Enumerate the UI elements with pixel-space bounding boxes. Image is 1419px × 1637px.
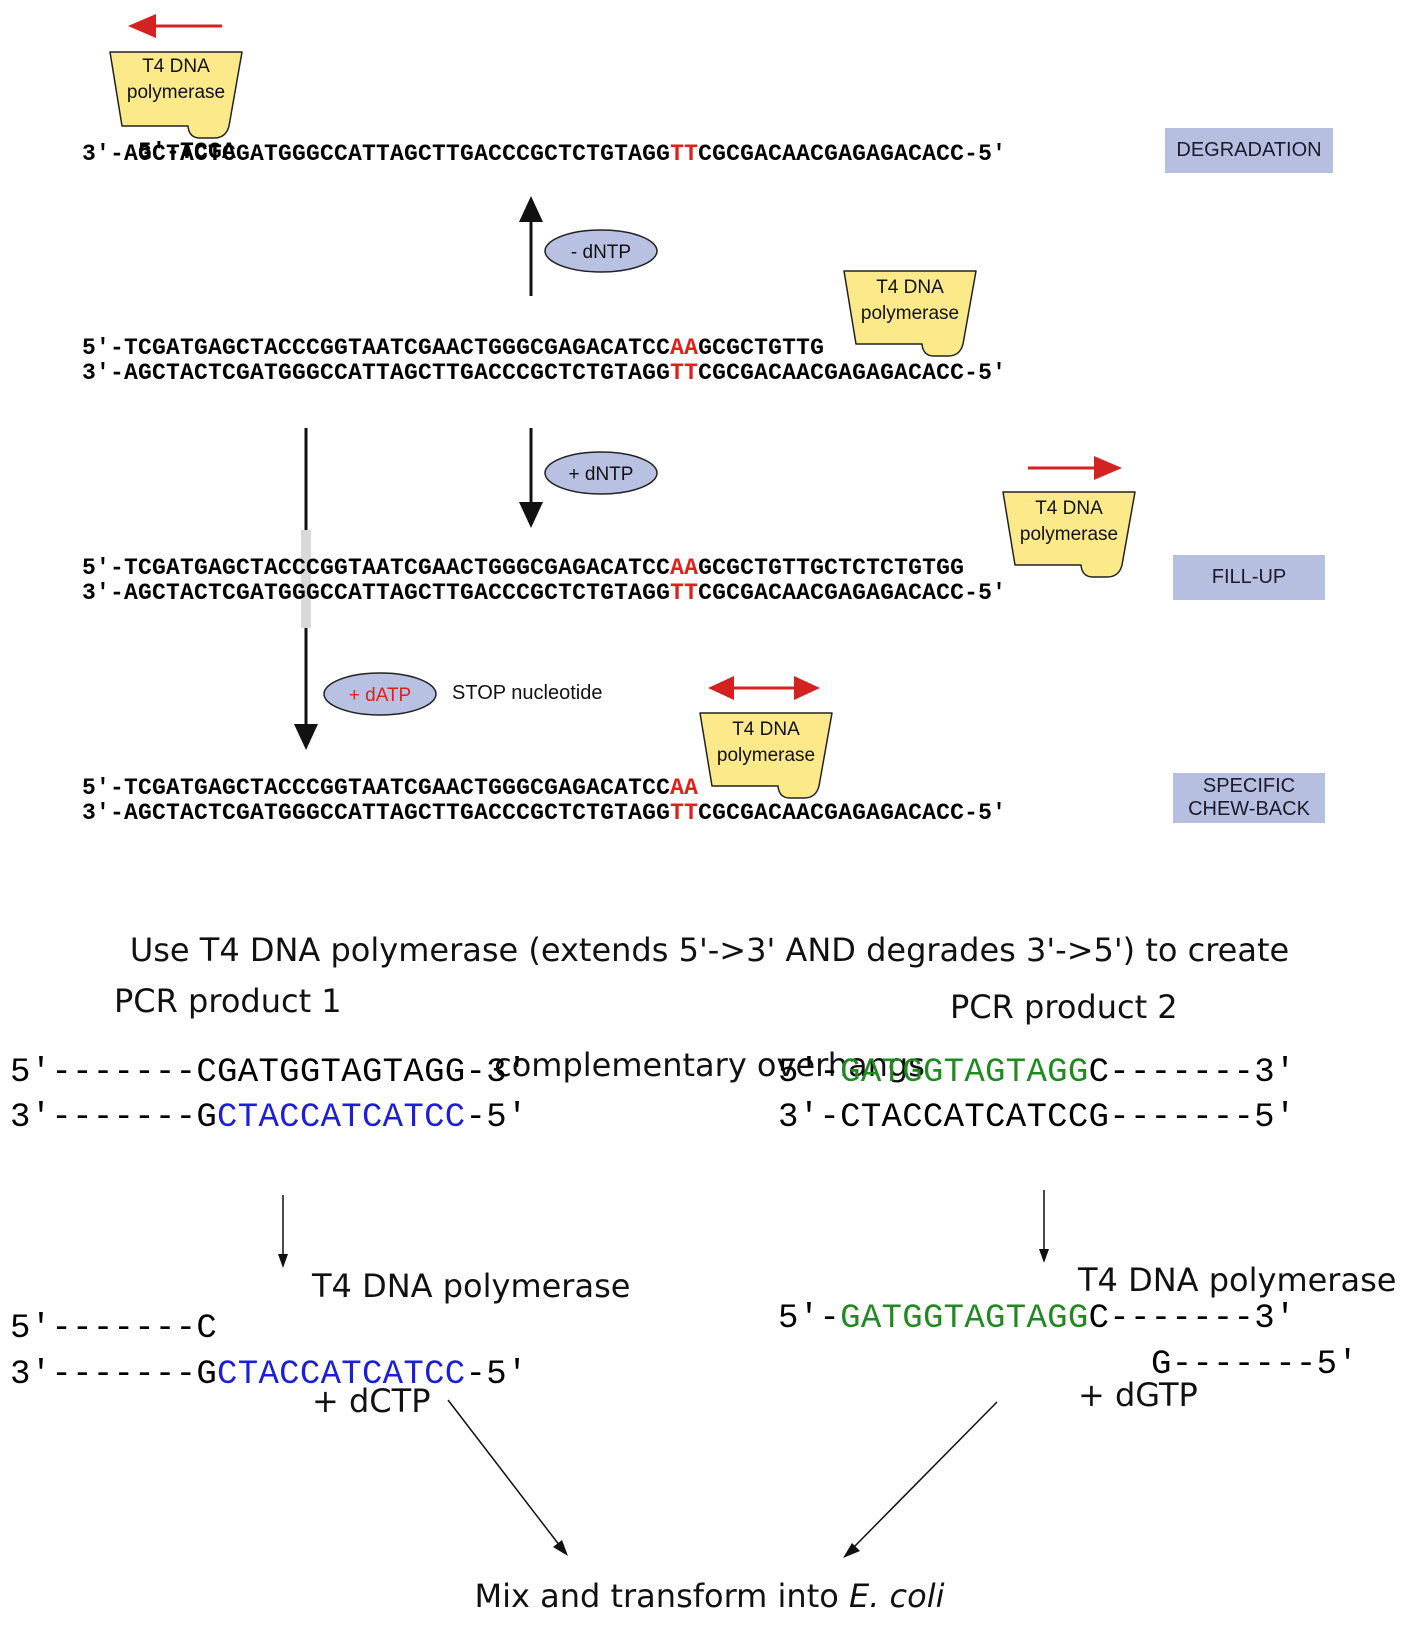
overhang-blue: CTACCATCATCC [217, 1099, 466, 1137]
stop-nucleotide-label: STOP nucleotide [452, 682, 603, 704]
middle-bottom-strand: 3'-AGCTACTCGATGGGCCATTAGCTTGACCCGCTCTGTA… [82, 360, 1007, 386]
converge-arrow-right-icon [843, 1401, 998, 1558]
pcr1-step-label: T4 DNA polymerase + dCTP [312, 1266, 631, 1420]
mismatch-highlight: TT [670, 141, 699, 167]
red-right-arrow-icon [1028, 456, 1122, 480]
pcr1-title: PCR product 1 [114, 982, 342, 1020]
enzyme-label-line2: polymerase [127, 82, 225, 103]
overhang-green: GATGGTAGTAGG [840, 1054, 1089, 1092]
mismatch-highlight: AA [670, 335, 699, 361]
chewback-top-strand: 5'-TCGATGAGCTACCCGGTAATCGAACTGGGCGAGACAT… [82, 775, 699, 801]
mismatch-highlight: TT [670, 800, 699, 826]
overhang-blue: CTACCATCATCC [217, 1356, 466, 1394]
t4-polymerase-enzyme-icon [699, 712, 833, 799]
up-arrow-icon [519, 196, 543, 296]
t4-polymerase-enzyme-icon [1002, 491, 1136, 578]
t4-polymerase-enzyme-icon [843, 270, 977, 357]
pcr1-bottom-strand: 3'-------GCTACCATCATCC-5' [10, 1099, 528, 1137]
down-arrow-icon [519, 428, 543, 528]
pcr2-result-top: 5'-GATGGTAGTAGGC-------3' [778, 1300, 1296, 1338]
pcr1-down-arrow-icon [278, 1195, 288, 1268]
degradation-label: DEGRADATION [1165, 128, 1333, 173]
enzyme-label-line1: T4 DNA [142, 56, 210, 77]
pcr1-top-strand: 5'-------CGATGGTAGTAGG-3' [10, 1054, 528, 1092]
pcr1-result-bottom: 3'-------GCTACCATCATCC-5' [10, 1356, 528, 1394]
fillup-bottom-strand: 3'-AGCTACTCGATGGGCCATTAGCTTGACCCGCTCTGTA… [82, 580, 1007, 606]
chewback-label: SPECIFIC CHEW-BACK [1173, 773, 1325, 823]
t4-polymerase-enzyme-icon [109, 51, 243, 139]
mismatch-highlight: AA [670, 775, 699, 801]
enzyme-label-line1: T4 DNA [876, 277, 944, 298]
fillup-label: FILL-UP [1173, 555, 1325, 600]
pcr2-bottom-strand: 3'-CTACCATCATCCG-------5' [778, 1099, 1296, 1137]
enzyme-label-line1: T4 DNA [1035, 498, 1103, 519]
chewback-bottom-strand: 3'-AGCTACTCGATGGGCCATTAGCTTGACCCGCTCTGTA… [82, 800, 1007, 826]
enzyme-label-line2: polymerase [861, 303, 959, 324]
pcr2-top-strand: 5'-GATGGTAGTAGGC-------3' [778, 1054, 1296, 1092]
enzyme-label-line1: T4 DNA [732, 719, 800, 740]
fillup-top-strand: 5'-TCGATGAGCTACCCGGTAATCGAACTGGGCGAGACAT… [82, 555, 965, 581]
enzyme-label-line2: polymerase [717, 745, 815, 766]
pcr2-down-arrow-icon [1039, 1190, 1049, 1263]
caption: Use T4 DNA polymerase (extends 5'->3' AN… [129, 930, 1290, 1084]
mismatch-highlight: AA [670, 555, 699, 581]
mismatch-highlight: TT [670, 360, 699, 386]
long-down-arrow-icon [294, 428, 318, 750]
converge-arrow-left-icon [447, 1399, 568, 1556]
pcr2-title: PCR product 2 [950, 988, 1178, 1026]
pcr2-step-label: T4 DNA polymerase + dGTP [1078, 1260, 1397, 1414]
minus-dntp-label: - dNTP [571, 242, 631, 263]
enzyme-label-line2: polymerase [1020, 524, 1118, 545]
middle-top-strand: 5'-TCGATGAGCTACCCGGTAATCGAACTGGGCGAGACAT… [82, 335, 825, 361]
red-double-arrow-icon [708, 676, 820, 700]
overhang-green: GATGGTAGTAGG [840, 1300, 1089, 1338]
pcr2-result-bottom: G-------5' [1151, 1346, 1359, 1384]
degradation-top-strand: 5'-TCGA [138, 139, 237, 165]
plus-datp-ellipse [323, 672, 437, 716]
minus-dntp-ellipse [544, 229, 658, 273]
plus-dntp-ellipse [544, 451, 658, 495]
pcr1-result-top: 5'-------C [10, 1310, 218, 1348]
degradation-bottom-strand: 3'-AGCTACTCGATGGGCCATTAGCTTGACCCGCTCTGTA… [82, 141, 1007, 167]
final-caption: Mix and transform into E. coli [474, 1577, 945, 1615]
plus-dntp-label: + dNTP [569, 464, 634, 485]
red-left-arrow-icon [128, 14, 222, 38]
mismatch-highlight: TT [670, 580, 699, 606]
plus-datp-label: + dATP [349, 685, 411, 706]
